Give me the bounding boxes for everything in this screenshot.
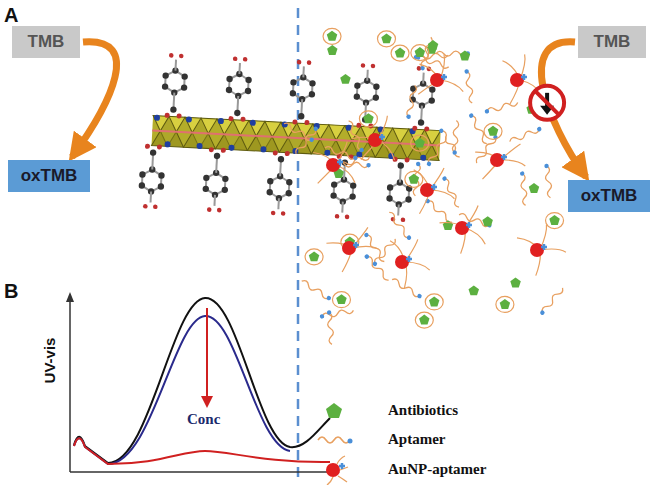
node-text: oxTMB (581, 186, 638, 205)
panel-label: B (4, 280, 18, 303)
legend-text: Antibiotics (388, 402, 458, 419)
mof-chain (137, 52, 444, 224)
reagent-box: TMB (578, 26, 646, 58)
uv-vis-chart (66, 292, 340, 476)
aptamer-field (283, 28, 566, 344)
inhibition-sign (530, 86, 564, 120)
concentration-label: Conc (187, 411, 220, 428)
node-text: TMB (594, 32, 631, 51)
panel-label: A (4, 4, 18, 27)
reagent-box: TMB (12, 26, 80, 58)
axis-label: UV-vis (41, 338, 58, 384)
reaction-arrow (72, 42, 117, 157)
legend-text: Aptamer (388, 431, 445, 448)
product-box: oxTMB (568, 180, 650, 212)
legend-text: AuNP-aptamer (388, 461, 486, 478)
product-box: oxTMB (8, 160, 90, 192)
node-text: TMB (28, 32, 65, 51)
node-text: oxTMB (21, 166, 78, 185)
legend-samples (318, 403, 353, 485)
